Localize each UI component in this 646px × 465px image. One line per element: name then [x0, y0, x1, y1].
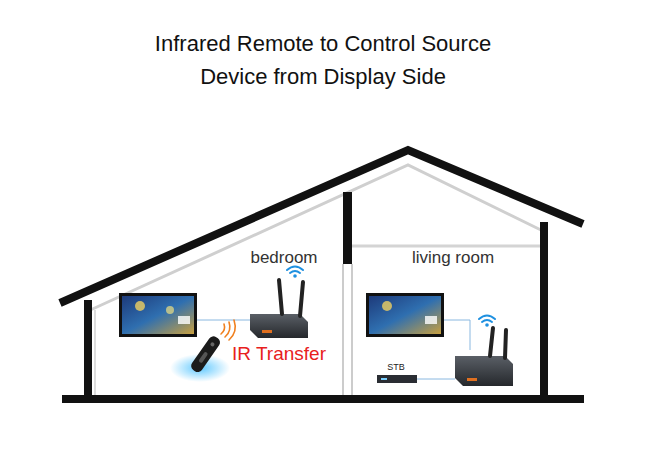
diagram-title: Infrared Remote to Control Source Device…	[127, 27, 519, 93]
ir-label: IR Transfer	[232, 343, 326, 365]
room-label: bedroom	[250, 248, 317, 268]
device-label: STB	[387, 362, 405, 372]
room-label: living room	[412, 248, 494, 268]
